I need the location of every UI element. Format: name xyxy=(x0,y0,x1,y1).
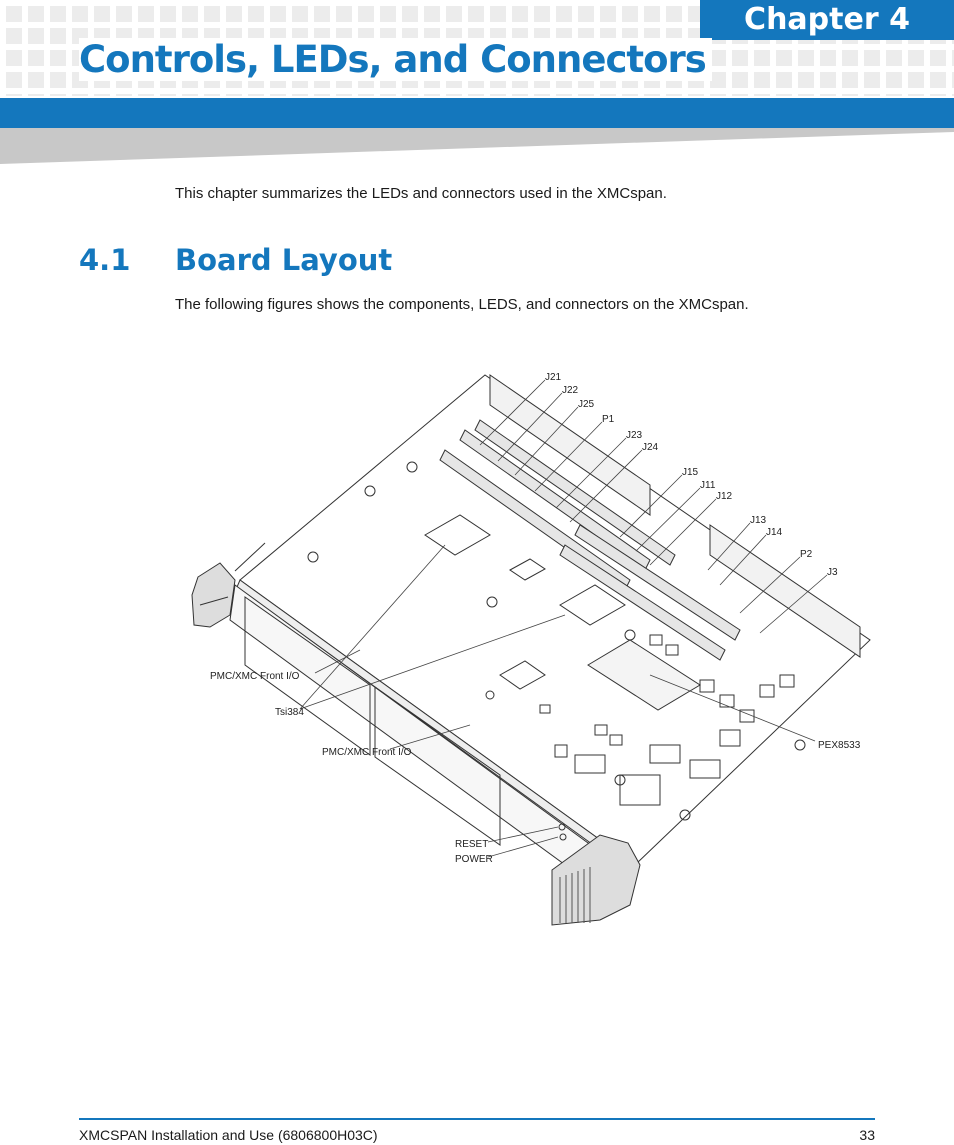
label-j23: J23 xyxy=(626,430,643,441)
label-j21: J21 xyxy=(545,372,562,383)
label-j22: J22 xyxy=(562,385,579,396)
section-paragraph: The following figures shows the componen… xyxy=(175,296,749,313)
footer-page-number: 33 xyxy=(859,1127,875,1143)
section-title: Board Layout xyxy=(175,243,393,277)
label-j13: J13 xyxy=(750,515,767,526)
label-p2: P2 xyxy=(800,549,813,560)
label-p1: P1 xyxy=(602,414,615,425)
chapter-label: Chapter 4 xyxy=(744,2,910,37)
label-pex8533: PEX8533 xyxy=(818,740,861,751)
label-j25: J25 xyxy=(578,399,595,410)
chapter-tab: Chapter 4 xyxy=(700,0,954,40)
label-j3: J3 xyxy=(827,567,838,578)
header-blue-bar xyxy=(0,98,954,128)
label-j24: J24 xyxy=(642,442,659,453)
section-number: 4.1 xyxy=(79,243,131,277)
intro-paragraph: This chapter summarizes the LEDs and con… xyxy=(175,185,667,202)
chapter-title: Controls, LEDs, and Connectors xyxy=(79,38,712,81)
label-pmc-front-io-1: PMC/XMC Front I/O xyxy=(210,671,300,682)
label-pmc-front-io-2: PMC/XMC Front I/O xyxy=(322,747,412,758)
label-tsi384: Tsi384 xyxy=(275,707,304,718)
label-power: POWER xyxy=(455,854,493,865)
board-layout-figure: J21 J22 J25 P1 J23 J24 J15 J11 J12 J13 J… xyxy=(191,372,871,926)
footer-rule xyxy=(79,1118,875,1120)
label-j15: J15 xyxy=(682,467,699,478)
label-j14: J14 xyxy=(766,527,783,538)
label-j11: J11 xyxy=(700,480,716,491)
label-reset: RESET xyxy=(455,839,488,850)
header-grey-wedge xyxy=(0,128,954,164)
label-j12: J12 xyxy=(716,491,733,502)
footer-doc-title: XMCSPAN Installation and Use (6806800H03… xyxy=(79,1127,378,1143)
section-heading: 4.1 Board Layout xyxy=(79,243,392,277)
